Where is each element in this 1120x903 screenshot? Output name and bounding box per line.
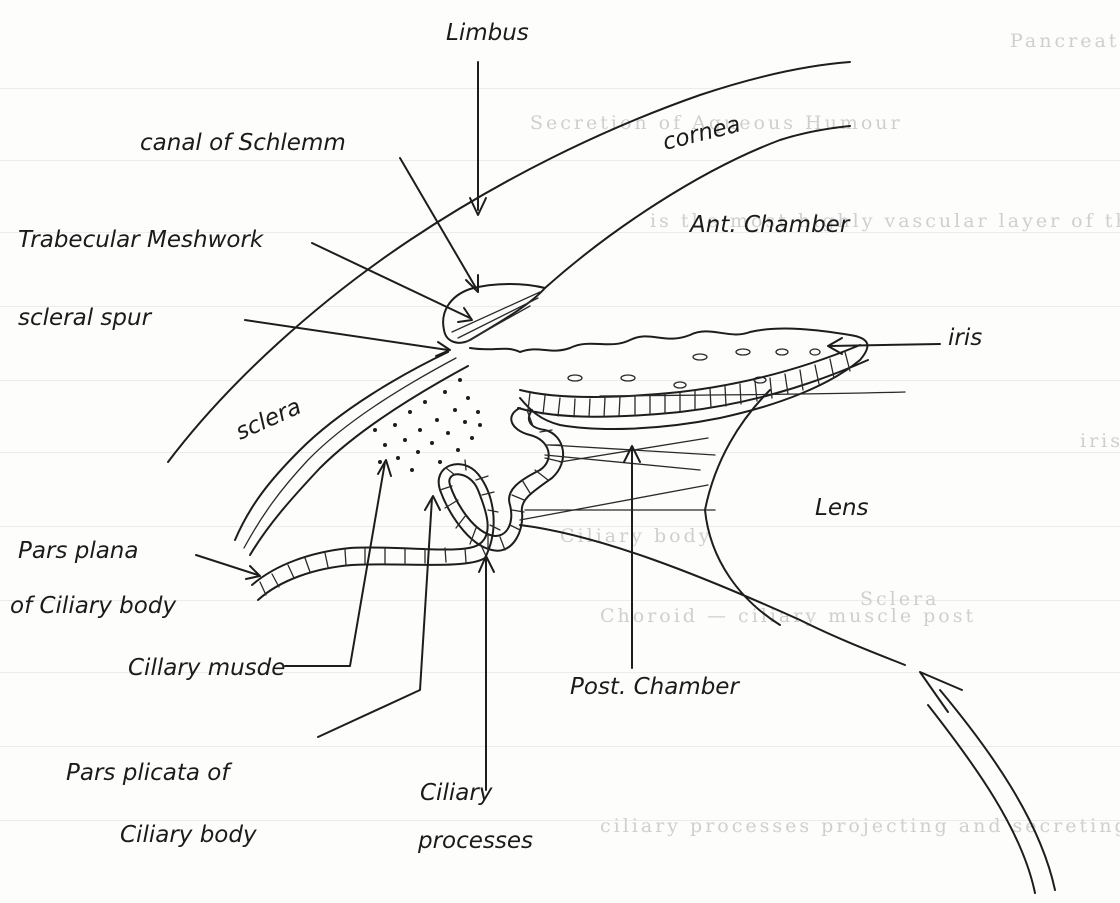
label-pars-plana-line2: of Ciliary body [10, 593, 176, 619]
iris-pigment-marks [568, 349, 820, 388]
label-iris: iris [948, 325, 982, 351]
iris-posterior-band-outer [520, 345, 860, 397]
ciliary-process-inner [258, 410, 563, 600]
zonule-fiber [520, 485, 708, 520]
label-sclera: sclera [232, 394, 305, 446]
label-cornea: cornea [660, 111, 743, 155]
iris-band-hatching [528, 352, 850, 417]
label-pars-plicata-line1: Pars plicata of [66, 760, 232, 786]
label-canal-of-schlemm: canal of Schlemm [140, 130, 346, 156]
inner-cornea-curve [545, 126, 850, 288]
label-ant-chamber: Ant. Chamber [688, 212, 851, 238]
zonule-fiber [545, 455, 700, 470]
ciliary-process-hatching [260, 410, 562, 595]
label-ciliary-muscle: Cillary musde [128, 655, 285, 681]
label-ciliary-processes-line1: Ciliary [420, 780, 493, 806]
label-ciliary-processes-line2: processes [417, 828, 533, 854]
meshwork-lines [452, 292, 540, 342]
label-pars-plana-line1: Pars plana [18, 538, 138, 564]
outer-sclera-cornea-curve [168, 62, 850, 462]
label-post-chamber: Post. Chamber [570, 674, 740, 700]
label-pars-plicata-line2: Ciliary body [120, 822, 257, 848]
large-pointer-arrow [920, 672, 1055, 893]
lens-anterior-surface [705, 390, 780, 625]
label-trabecular-meshwork: Trabecular Meshwork [18, 227, 265, 253]
label-scleral-spur: scleral spur [18, 305, 153, 331]
label-limbus: Limbus [446, 20, 529, 46]
ciliary-muscle-stipple [373, 378, 482, 472]
ciliary-process-outer [252, 408, 549, 585]
sclera-inner-band-lower [250, 366, 468, 555]
label-lens: Lens [815, 495, 869, 521]
